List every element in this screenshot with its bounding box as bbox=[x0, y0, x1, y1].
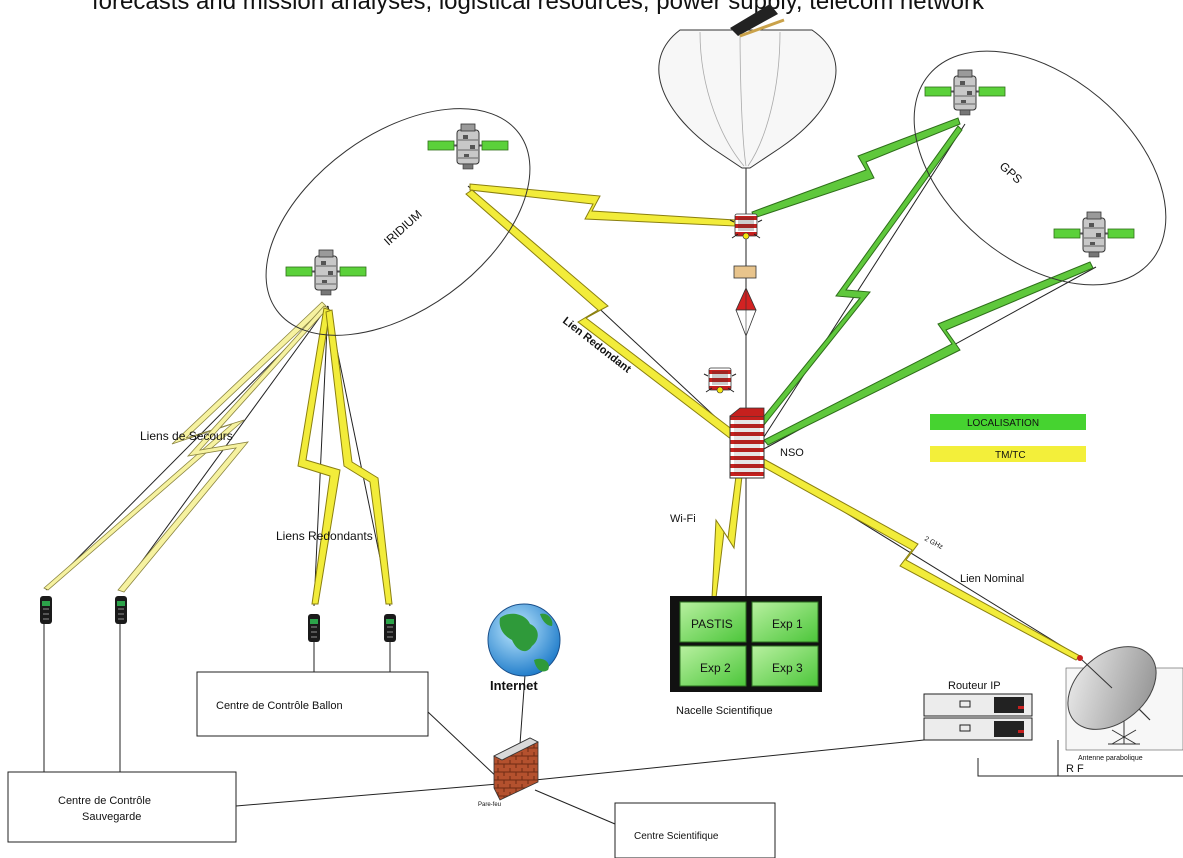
link-redondant bbox=[465, 189, 747, 447]
liens-secours-label: Liens de Secours bbox=[140, 429, 233, 443]
iridium-orbit bbox=[265, 108, 531, 336]
satellite-icon bbox=[1053, 211, 1135, 258]
svg-text:Centre de Contrôle Ballon: Centre de Contrôle Ballon bbox=[216, 700, 343, 712]
frequency-label: 2 GHz bbox=[923, 536, 944, 552]
satellite-icon bbox=[924, 69, 1006, 116]
terminal-icon bbox=[384, 614, 396, 642]
centre-controle-ballon: Centre de Contrôle Ballon bbox=[196, 671, 429, 737]
svg-text:Centre de Contrôle: Centre de Contrôle bbox=[58, 795, 151, 807]
link-nominal bbox=[757, 457, 1081, 661]
terminal-icon bbox=[40, 596, 52, 624]
gondola-module-icon bbox=[729, 213, 763, 240]
svg-text:PASTIS: PASTIS bbox=[691, 617, 733, 631]
centre-scientifique: Centre Scientifique bbox=[614, 802, 776, 858]
internet-label: Internet bbox=[490, 678, 538, 693]
experiment-box: PASTIS bbox=[679, 601, 747, 643]
legend-swatch-tmtc bbox=[930, 446, 1086, 462]
nso-gondola bbox=[729, 407, 765, 479]
svg-text:Exp 1: Exp 1 bbox=[772, 617, 803, 631]
legend-swatch-localisation bbox=[930, 414, 1086, 430]
firewall-icon bbox=[493, 737, 539, 801]
link-iridium-gondola bbox=[469, 183, 736, 227]
iridium-label: IRIDIUM bbox=[381, 207, 425, 248]
link-wifi bbox=[711, 475, 743, 599]
globe-icon bbox=[487, 603, 561, 677]
satellite-icon bbox=[427, 123, 509, 170]
svg-text:Sauvegarde: Sauvegarde bbox=[82, 811, 141, 823]
rf-label: R F bbox=[1066, 763, 1084, 775]
experiment-box: Exp 1 bbox=[751, 601, 819, 643]
link-redondants-1 bbox=[297, 307, 341, 605]
link-redondants-2 bbox=[325, 309, 393, 605]
link-secours-1 bbox=[43, 301, 327, 591]
router-label: Routeur IP bbox=[948, 680, 1001, 692]
radio-links bbox=[43, 117, 1094, 661]
experiment-box: Exp 3 bbox=[751, 645, 819, 687]
legend: LOCALISATION TM/TC bbox=[930, 414, 1086, 462]
gps-orbit bbox=[913, 50, 1167, 286]
parachute-icon bbox=[735, 287, 757, 338]
legend-label-localisation: LOCALISATION bbox=[967, 418, 1039, 429]
nacelle-scientifique: PASTIS Exp 1 Exp 2 Exp 3 bbox=[670, 596, 822, 692]
router-icon bbox=[923, 693, 1033, 741]
lien-nominal-label: Lien Nominal bbox=[960, 573, 1024, 585]
secondary-module-icon bbox=[703, 367, 737, 394]
balloon-icon bbox=[658, 4, 837, 169]
terminal-icon bbox=[115, 596, 127, 624]
link-gps1-nso bbox=[755, 125, 963, 431]
gondola-connector bbox=[733, 265, 757, 279]
svg-text:Exp 3: Exp 3 bbox=[772, 661, 803, 675]
legend-label-tmtc: TM/TC bbox=[995, 450, 1026, 461]
satellite-icon bbox=[285, 249, 367, 296]
header-text: forecasts and mission analyses, logistic… bbox=[92, 0, 985, 15]
nso-label: NSO bbox=[780, 447, 804, 459]
liens-redondants-label: Liens Redondants bbox=[276, 529, 373, 543]
terminal-icon bbox=[308, 614, 320, 642]
link-secours-2 bbox=[117, 305, 329, 593]
antenna-dish-icon bbox=[1065, 646, 1183, 751]
svg-text:Exp 2: Exp 2 bbox=[700, 661, 731, 675]
nacelle-label: Nacelle Scientifique bbox=[676, 705, 773, 717]
wifi-label: Wi-Fi bbox=[670, 513, 696, 525]
antenna-label: Antenne parabolique bbox=[1078, 755, 1143, 762]
firewall-label: Pare-feu bbox=[478, 802, 501, 808]
gps-label: GPS bbox=[997, 159, 1025, 186]
svg-text:Centre Scientifique: Centre Scientifique bbox=[634, 831, 719, 842]
link-gps-gondola bbox=[751, 117, 961, 219]
centre-controle-sauvegarde: Centre de Contrôle Sauvegarde bbox=[7, 771, 237, 843]
experiment-box: Exp 2 bbox=[679, 645, 747, 687]
